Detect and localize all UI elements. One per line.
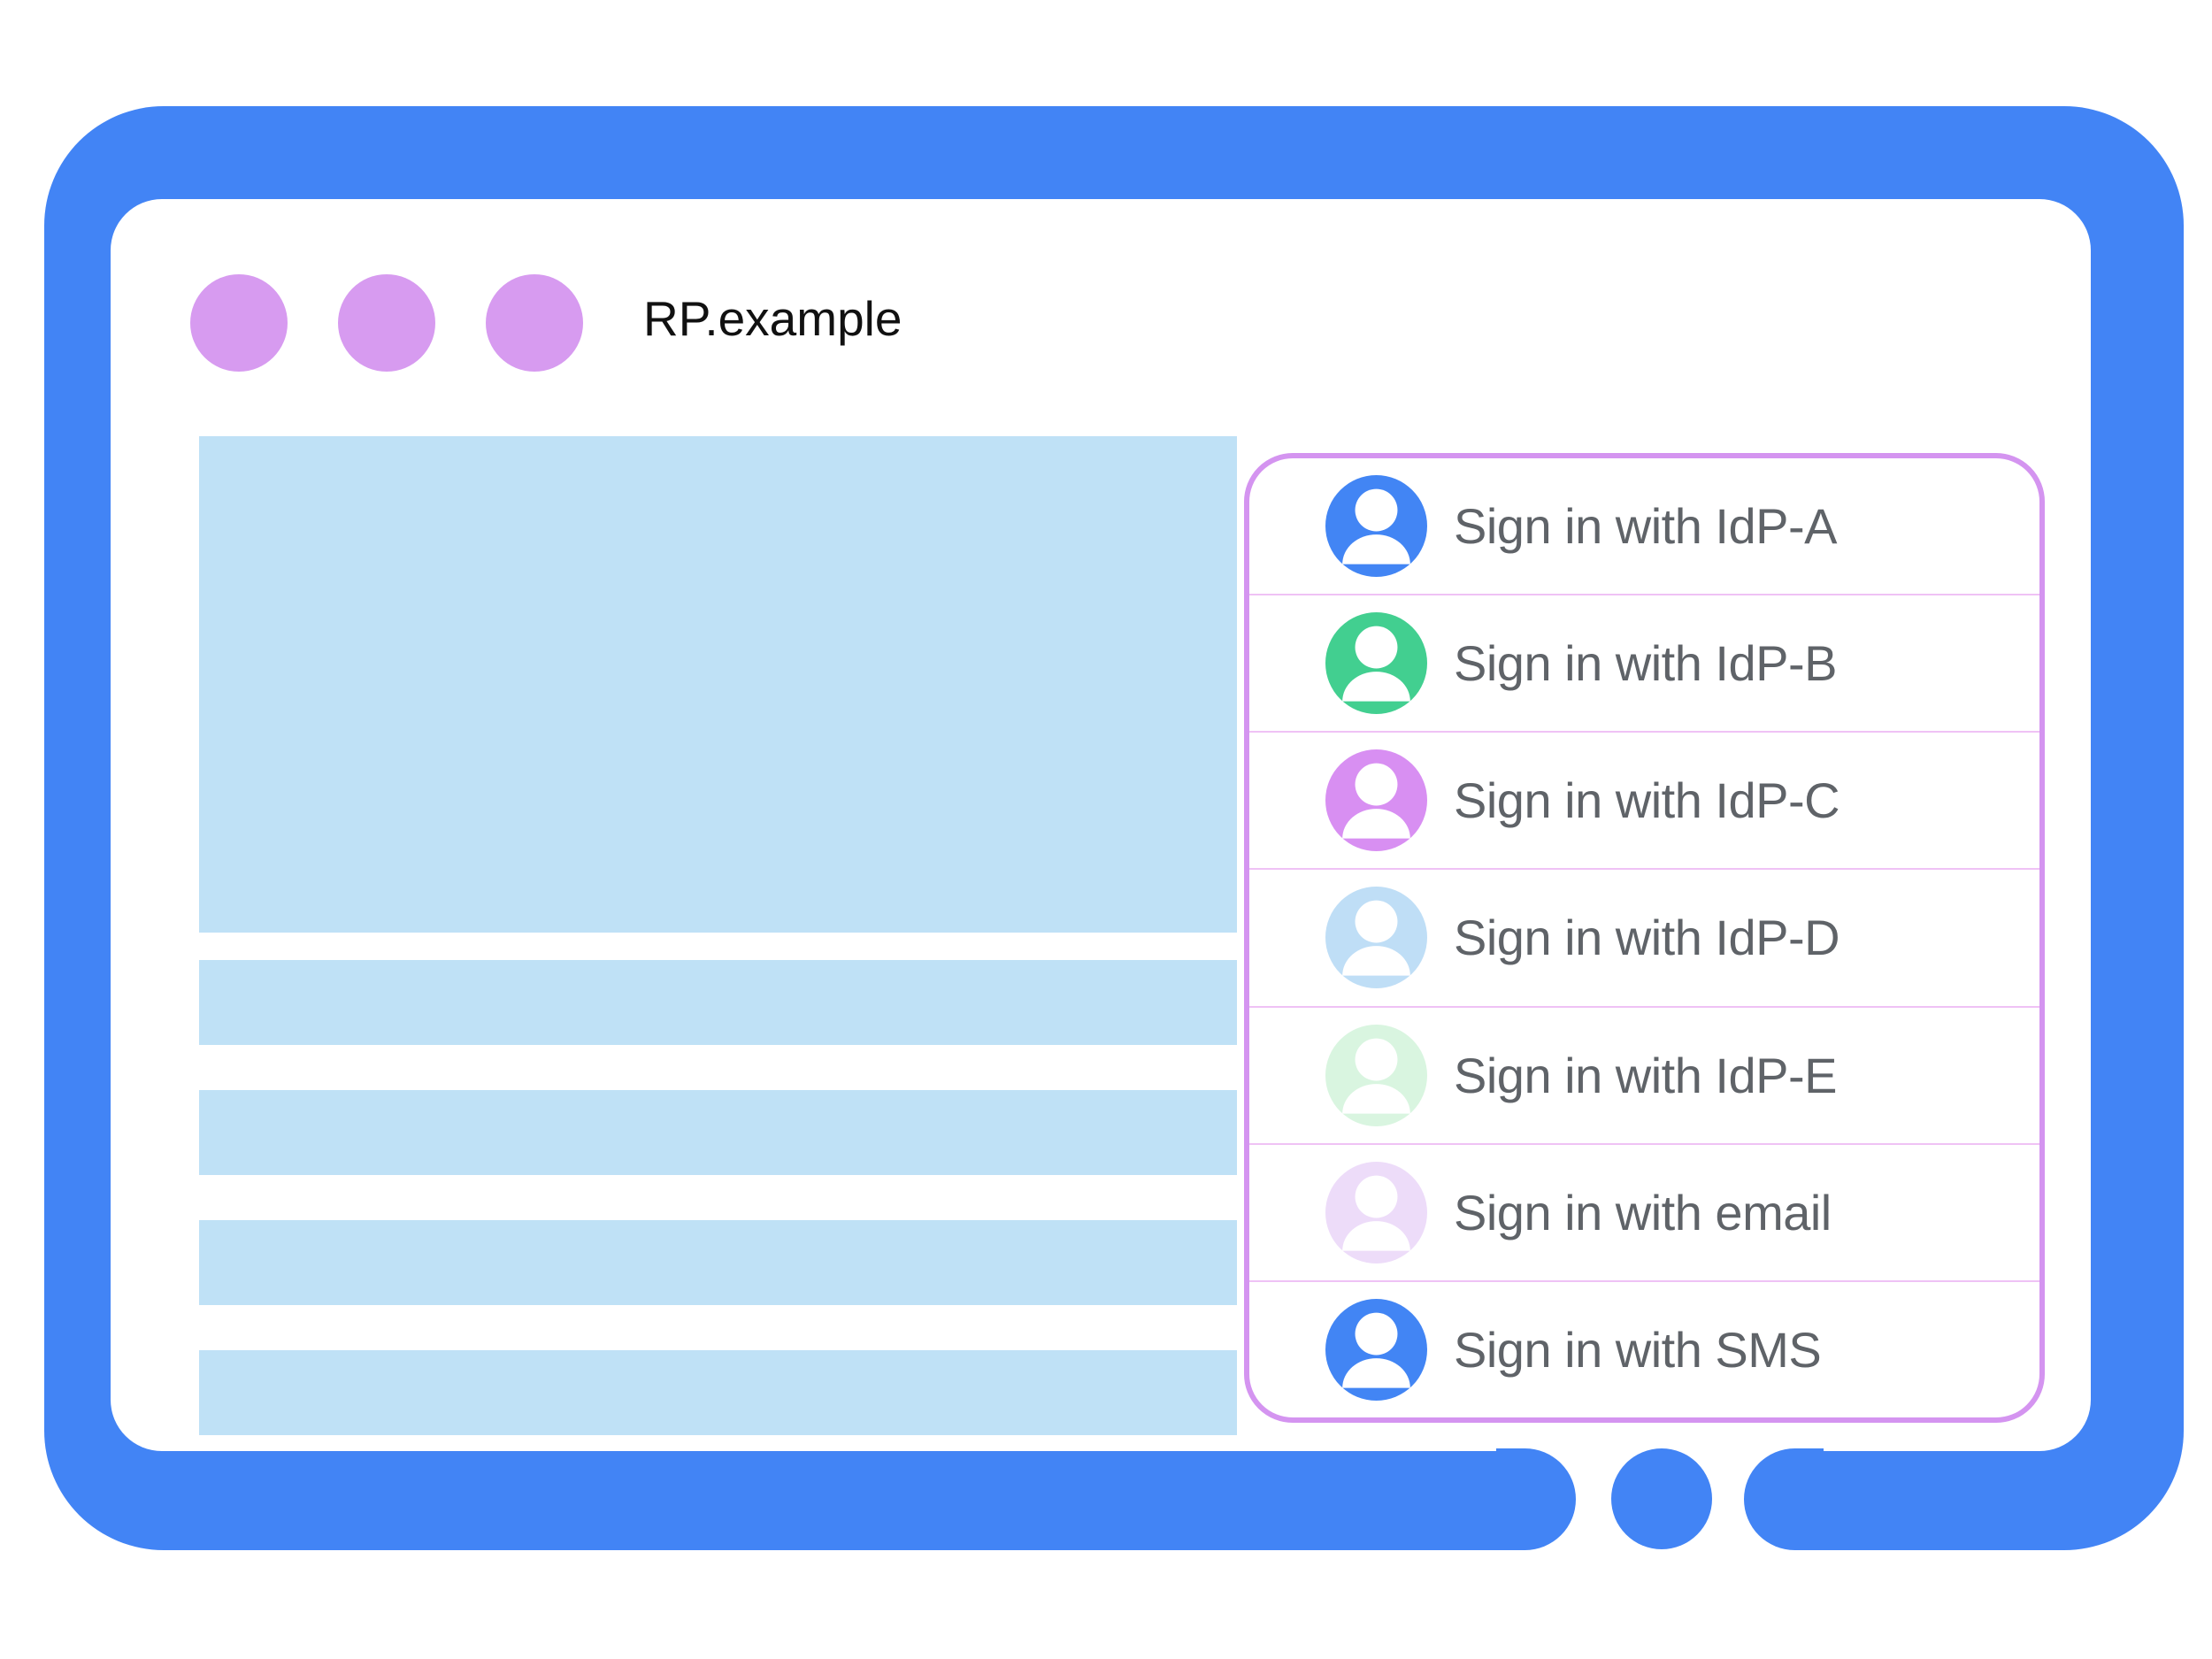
- signin-option-idp-b[interactable]: Sign in with IdP-B: [1249, 594, 2039, 731]
- person-icon: [1325, 1298, 1427, 1401]
- signin-option-email[interactable]: Sign in with email: [1249, 1142, 2039, 1280]
- home-button: [1611, 1448, 1712, 1549]
- signin-option-idp-e[interactable]: Sign in with IdP-E: [1249, 1005, 2039, 1143]
- person-icon: [1325, 1161, 1427, 1263]
- signin-option-idp-c[interactable]: Sign in with IdP-C: [1249, 731, 2039, 868]
- person-icon: [1325, 749, 1427, 852]
- signin-option-idp-a[interactable]: Sign in with IdP-A: [1249, 458, 2039, 594]
- content-placeholder-bar: [199, 1220, 1237, 1305]
- window-control-dot: [486, 274, 583, 372]
- signin-option-label: Sign in with IdP-C: [1454, 772, 1840, 829]
- frame-bottom-right-cap: [1744, 1448, 1824, 1550]
- window-control-dot: [190, 274, 288, 372]
- site-title: RP.example: [643, 291, 902, 346]
- signin-option-label: Sign in with IdP-D: [1454, 910, 1840, 966]
- signin-option-label: Sign in with IdP-A: [1454, 498, 1837, 555]
- signin-option-sms[interactable]: Sign in with SMS: [1249, 1279, 2039, 1417]
- person-icon: [1325, 1024, 1427, 1126]
- person-icon: [1325, 475, 1427, 578]
- content-placeholder-hero: [199, 436, 1237, 933]
- signin-option-label: Sign in with email: [1454, 1184, 1832, 1240]
- signin-dialog: Sign in with IdP-A Sign in with IdP-B Si…: [1244, 453, 2045, 1423]
- signin-option-label: Sign in with SMS: [1454, 1321, 1822, 1378]
- person-icon: [1325, 612, 1427, 715]
- signin-option-label: Sign in with IdP-B: [1454, 635, 1837, 692]
- content-placeholder-bar: [199, 1350, 1237, 1435]
- content-placeholder-bar: [199, 1090, 1237, 1175]
- content-placeholder-bar: [199, 960, 1237, 1045]
- signin-option-label: Sign in with IdP-E: [1454, 1047, 1837, 1103]
- window-control-dot: [338, 274, 435, 372]
- person-icon: [1325, 887, 1427, 989]
- frame-bottom-left-cap: [1496, 1448, 1576, 1550]
- signin-option-idp-d[interactable]: Sign in with IdP-D: [1249, 868, 2039, 1005]
